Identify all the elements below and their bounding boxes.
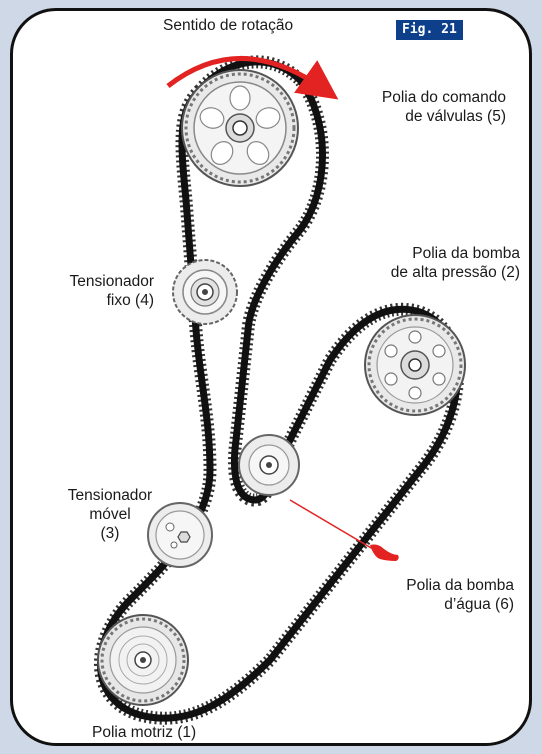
camshaft-pulley	[181, 69, 299, 187]
mobile-tensioner-label: Tensionador móvel (3)	[67, 487, 153, 542]
pointing-hand-icon	[370, 544, 399, 561]
drive-pulley-label: Polia motriz (1)	[92, 724, 197, 741]
high-pressure-pump-label: Polia da bomba de alta pressão (2)	[390, 245, 520, 281]
water-pump-label: Polia da bomba d’água (6)	[406, 577, 514, 613]
figure-badge: Fig. 21	[396, 20, 463, 40]
rotation-arrow	[166, 56, 339, 100]
water-pump-pulley	[238, 434, 300, 496]
drive-pulley	[97, 614, 189, 706]
fixed-tensioner-label: Tensionador fixo (4)	[69, 273, 154, 309]
high-pressure-pump-pulley	[364, 314, 466, 416]
fixed-tensioner	[172, 259, 238, 325]
rotation-direction-label: Sentido de rotação	[163, 17, 294, 34]
mobile-tensioner	[147, 502, 213, 568]
water-pump-pointer-line	[289, 499, 379, 553]
camshaft-pulley-label: Polia do comando de válvulas (5)	[381, 89, 506, 125]
timing-belt-teeth	[94, 55, 464, 725]
